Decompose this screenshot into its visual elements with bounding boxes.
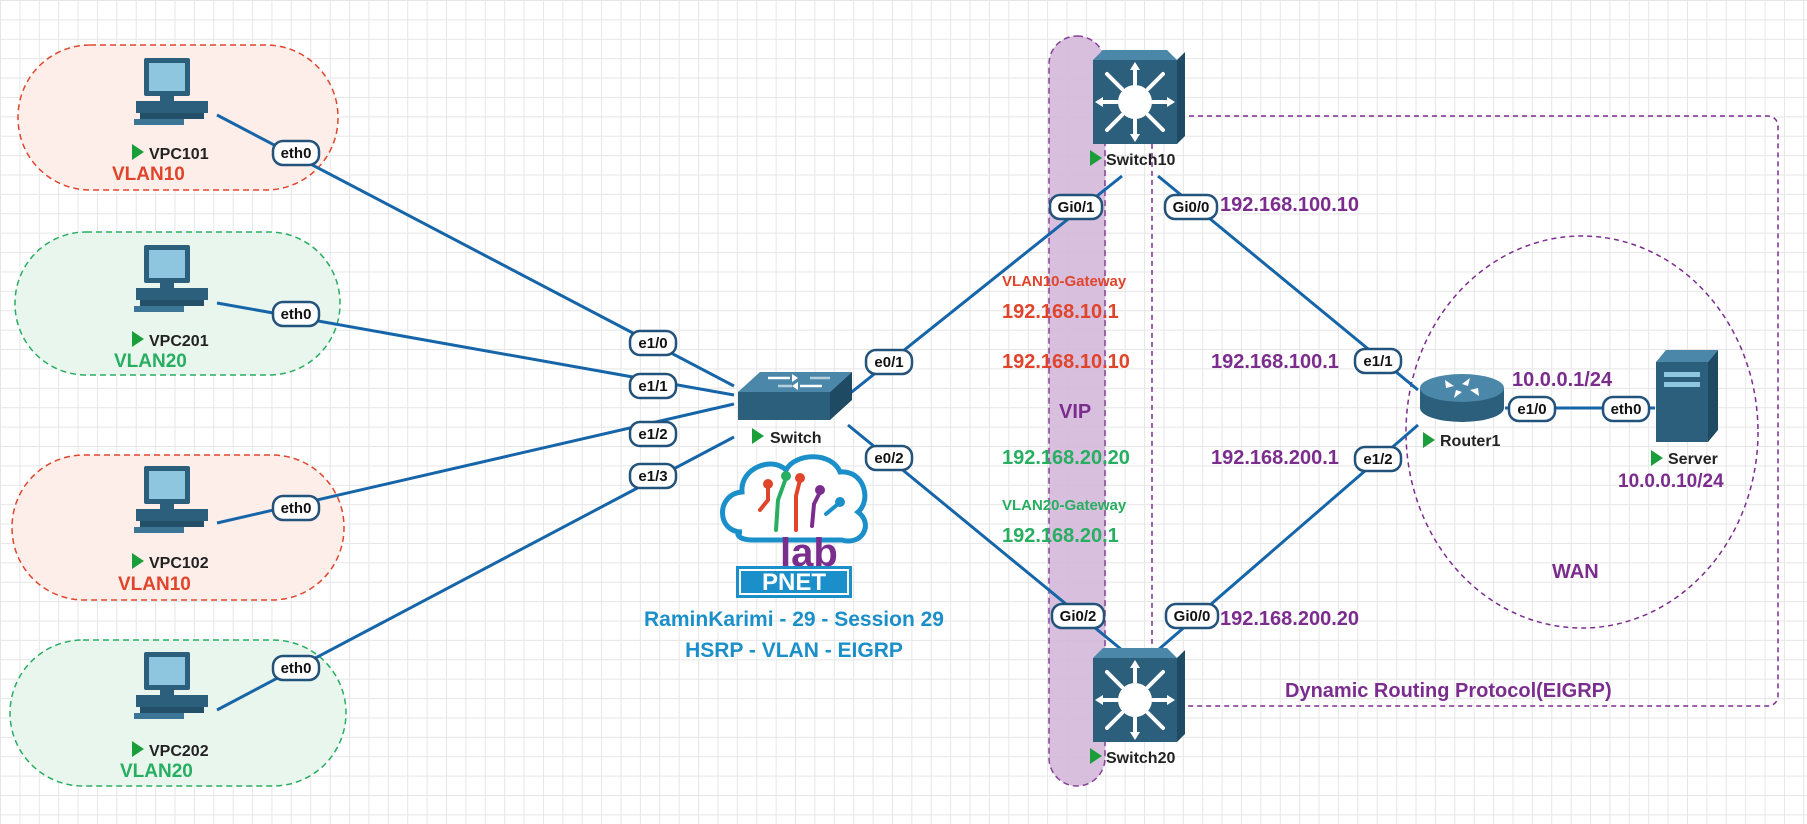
port-badge[interactable]: e1/2 [1353,445,1403,473]
ip-label: 192.168.100.1 [1211,351,1339,373]
port-badge[interactable]: Gi0/1 [1048,193,1104,221]
play-icon [132,553,144,569]
play-icon [1090,748,1102,764]
vlan20-gateway-ip: 192.168.20.1 [1002,525,1119,547]
play-icon [132,741,144,757]
vpc201-label: VPC201 [149,333,209,350]
vpc101-label: VPC101 [149,146,209,163]
port-badge[interactable]: e1/1 [1353,347,1403,375]
port-label: eth0 [1611,401,1642,418]
pnet-logo: lab PNET [720,454,868,598]
port-badge[interactable]: Gi0/0 [1164,602,1220,630]
switch20-label: Switch20 [1106,750,1175,767]
vpc201-vlan-label: VLAN20 [114,351,187,372]
port-label: e1/0 [1517,401,1546,418]
logo-pnet-text: PNET [762,569,826,596]
vlan20-switch-ip: 192.168.20.20 [1002,447,1130,469]
port-badge[interactable]: e1/3 [628,462,678,490]
port-badge[interactable]: Gi0/2 [1050,602,1106,630]
switch-label: Switch [770,430,822,447]
play-icon [1423,432,1435,448]
server-ip-label: 10.0.0.10/24 [1618,471,1724,492]
server-label: Server [1668,451,1718,468]
port-badge[interactable]: eth0 [271,654,321,682]
ip-label: 192.168.100.10 [1220,194,1359,216]
play-icon [1651,450,1663,466]
port-badge[interactable]: eth0 [271,139,321,167]
switch20-node[interactable]: Switch20 [1090,646,1187,767]
port-label: e1/2 [638,426,667,443]
port-label: Gi0/2 [1060,608,1097,625]
vpc101-node[interactable]: VPC101 VLAN10 [112,58,209,185]
ip-label: 192.168.200.20 [1220,608,1359,630]
ip-label: 10.0.0.1/24 [1512,369,1613,391]
port-label: eth0 [281,660,312,677]
switch10-node[interactable]: Switch10 [1090,48,1187,169]
vpc202-vlan-label: VLAN20 [120,761,193,782]
port-badge[interactable]: e1/0 [1507,395,1557,423]
vpc101-vlan-label: VLAN10 [112,164,185,185]
page-title: RaminKarimi - 29 - Session 29 [644,608,944,631]
router1-node[interactable]: Router1 [1420,374,1504,450]
vlan10-gateway-label: VLAN10-Gateway [1002,273,1127,290]
port-label: eth0 [281,500,312,517]
port-badge[interactable]: eth0 [271,300,321,328]
port-label: e1/0 [638,335,667,352]
ip-labels: 192.168.100.10 192.168.100.1 192.168.200… [1002,194,1613,702]
server-node[interactable]: Server 10.0.0.10/24 [1618,350,1724,492]
vip-label: VIP [1059,401,1091,423]
port-badge[interactable]: e1/0 [628,329,678,357]
port-label: Gi0/0 [1174,608,1211,625]
port-badge[interactable]: e0/1 [864,348,914,376]
port-label: eth0 [281,145,312,162]
vlan20-gateway-label: VLAN20-Gateway [1002,497,1127,514]
port-badge[interactable]: eth0 [1601,395,1651,423]
play-icon [1090,150,1102,166]
port-badge[interactable]: eth0 [271,494,321,522]
port-badge[interactable]: e1/2 [628,420,678,448]
ip-label: 192.168.200.1 [1211,447,1339,469]
port-label: e1/1 [1363,353,1392,370]
vpc202-node[interactable]: VPC202 VLAN20 [120,652,209,782]
interface-badges: eth0 eth0 eth0 eth0 e1/0 e1/1 e1/2 e1/3 [271,139,1651,682]
play-icon [132,331,144,347]
port-label: e0/1 [874,354,903,371]
switch10-label: Switch10 [1106,152,1175,169]
play-icon [132,144,144,160]
port-badge[interactable]: e0/2 [864,444,914,472]
port-badge[interactable]: Gi0/0 [1163,193,1219,221]
port-label: Gi0/0 [1173,199,1210,216]
vpc201-node[interactable]: VPC201 VLAN20 [114,245,209,372]
vlan10-gateway-ip: 192.168.10.1 [1002,301,1119,323]
eigrp-label: Dynamic Routing Protocol(EIGRP) [1285,680,1612,702]
port-badge[interactable]: e1/1 [628,372,678,400]
port-label: e1/2 [1363,451,1392,468]
port-label: e1/3 [638,468,667,485]
vpc102-node[interactable]: VPC102 VLAN10 [118,466,209,595]
router1-label: Router1 [1440,433,1501,450]
port-label: eth0 [281,306,312,323]
vpc102-vlan-label: VLAN10 [118,574,191,595]
vpc202-label: VPC202 [149,743,209,760]
port-label: Gi0/1 [1058,199,1095,216]
wan-label: WAN [1552,561,1599,583]
wan-zone [1405,235,1759,629]
vlan10-switch-ip: 192.168.10.10 [1002,351,1130,373]
play-icon [752,428,764,444]
port-label: e0/2 [874,450,903,467]
vpc102-label: VPC102 [149,555,209,572]
port-label: e1/1 [638,378,667,395]
access-switch-node[interactable]: Switch [738,372,852,447]
page-subtitle: HSRP - VLAN - EIGRP [685,639,903,662]
